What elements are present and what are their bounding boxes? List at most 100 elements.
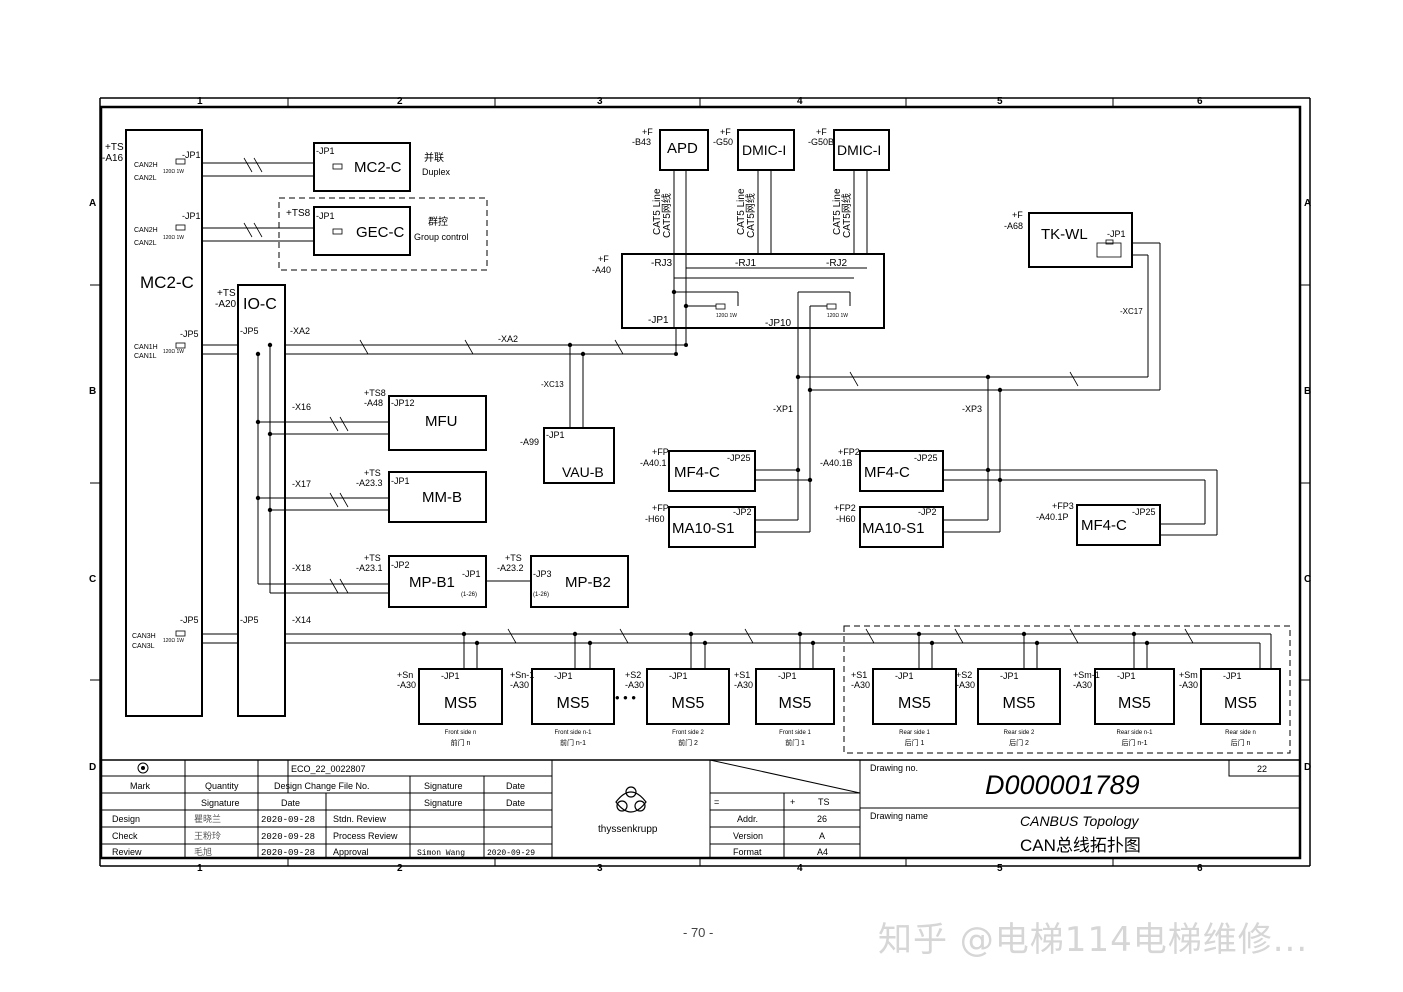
tb-signature-h1: Signature	[424, 781, 463, 791]
dashed-groups	[278, 197, 1291, 754]
ma10-2-box	[859, 506, 944, 548]
ms5-box-6	[977, 668, 1061, 725]
tb-mark: Mark	[130, 781, 150, 791]
mc2c-res-1: 120Ω 1W	[163, 169, 184, 175]
row-letter-left-c: C	[89, 574, 96, 585]
tb-addr-label: Addr.	[737, 814, 758, 824]
ms5-box-4	[755, 668, 835, 725]
col-num-bot-4: 4	[797, 863, 803, 874]
mpb1-range: (1-26)	[461, 592, 477, 598]
mpb1-jp2: -JP1	[462, 569, 481, 579]
gecc-cn: 群控	[428, 215, 448, 228]
ms5-caption-cn: 前门 n	[451, 738, 471, 747]
tb-approval-date: 2020-09-29	[487, 849, 535, 858]
page-number: - 70 -	[683, 925, 714, 940]
ms5-jp: -JP1	[1117, 671, 1136, 681]
ms5-caption-en: Rear side n	[1225, 730, 1256, 736]
row-letter-left-a: A	[89, 198, 96, 209]
mf4c1-ref1: +FP	[652, 447, 669, 457]
tb-version: A	[819, 831, 825, 841]
hub-box	[621, 253, 885, 329]
dmic2-box	[833, 129, 890, 171]
mf4c2-box	[859, 450, 944, 492]
ms5-name: MS5	[898, 695, 931, 712]
mc2c-can1l: CAN1L	[134, 353, 157, 360]
ms5-caption-cn: 前门 1	[785, 738, 805, 747]
gecc-en: Group control	[414, 232, 469, 242]
ms5-jp: -JP1	[669, 671, 688, 681]
mpb1-name: MP-B1	[409, 574, 455, 591]
ma10-1-ref2: -H60	[645, 514, 665, 524]
ioc-x14: -X14	[292, 615, 311, 625]
mf4c3-jp: -JP25	[1132, 507, 1156, 517]
mf4c3-ref1: +FP3	[1052, 501, 1074, 511]
mc2c-duplex-box	[313, 142, 411, 192]
mfu-ref1: +TS8	[364, 388, 386, 398]
mc2c-can2l-b: CAN2L	[134, 240, 157, 247]
mpb1-ref1: +TS	[364, 553, 381, 563]
row-letter-right-a: A	[1304, 198, 1311, 209]
frame-labels: 1 2 3 4 5 6 1 2 3 4 5 6 A B C D A B C D	[89, 96, 1311, 874]
col-num-top-1: 1	[197, 96, 203, 107]
watermark: 知乎 @电梯114电梯维修...	[878, 920, 1309, 960]
mc2c-can3l: CAN3L	[132, 643, 155, 650]
row-letter-right-c: C	[1304, 574, 1311, 585]
twisted-pair-marks	[243, 157, 1194, 644]
mc2c-can3h: CAN3H	[132, 633, 156, 640]
ms5-ref2: -A30	[956, 680, 975, 690]
ms5-ref1: +S1	[734, 670, 750, 680]
ma10-1-jp: -JP2	[733, 507, 752, 517]
ms5-ref2: -A30	[851, 680, 870, 690]
tb-sig-check: 王粉玲	[194, 830, 221, 841]
tb-signature-h2: Signature	[201, 798, 240, 808]
mpb2-ref1: +TS	[505, 553, 522, 563]
ms5-caption-cn: 后门 n-1	[1121, 738, 1147, 747]
ma10-2-jp: -JP2	[918, 507, 937, 517]
col-num-bot-1: 1	[197, 863, 203, 874]
vaub-xc13: -XC13	[541, 380, 564, 389]
tb-date-h2: Date	[281, 798, 300, 808]
ioc-name: IO-C	[243, 296, 277, 313]
mf4c2-jp: -JP25	[914, 453, 938, 463]
tb-eq: =	[714, 797, 719, 807]
mpb2-range: (1-26)	[533, 592, 549, 598]
apd-ref2: -B43	[632, 137, 651, 147]
mark-symbol-icon	[137, 762, 149, 774]
mf4c3-ref2: -A40.1P	[1036, 512, 1069, 522]
gecc-box	[313, 206, 411, 256]
mc2c-jp5-a: -JP5	[180, 329, 199, 339]
row-letter-right-b: B	[1304, 386, 1311, 397]
ms5-ref2: -A30	[734, 680, 753, 690]
mc2c-jp1-a: -JP1	[182, 150, 201, 160]
tb-approval-sig: Simon Wang	[417, 849, 465, 858]
title-block-text: ECO_22_0022807 Mark Quantity Design Chan…	[112, 762, 1267, 858]
resistors	[175, 158, 1122, 637]
vaub-ref: -A99	[520, 437, 539, 447]
ioc-xa2: -XA2	[290, 326, 310, 336]
mmb-ref1: +TS	[364, 468, 381, 478]
tb-format: A4	[817, 847, 828, 857]
gecc-ref: +TS8	[286, 208, 311, 219]
mc2c-res-4: 120Ω 1W	[163, 638, 184, 644]
ms5-box-8	[1200, 668, 1281, 725]
mpb2-name: MP-B2	[565, 574, 611, 591]
tb-review-approval: Approval	[333, 847, 369, 857]
cat5-label-dmic1: CAT5 Line	[736, 188, 747, 235]
mc2c-main-ref2: -A16	[102, 153, 124, 164]
ms5-caption-en: Front side 1	[779, 730, 811, 736]
apd-name: APD	[667, 140, 698, 157]
cat5-label-dmic2-cn: CAT5网线	[840, 193, 853, 238]
mf4c2-ref2: -A40.1B	[820, 458, 853, 468]
tb-company: thyssenkrupp	[598, 824, 658, 835]
tb-date-h1: Date	[506, 781, 525, 791]
rear-door-dashed	[843, 625, 1291, 754]
cat5-label-apd: CAT5 Line	[652, 188, 663, 235]
ms5-ref2: -A30	[625, 680, 644, 690]
tb-format-label: Format	[733, 847, 762, 857]
duplex-name: MC2-C	[354, 159, 402, 176]
can-wiring	[202, 162, 1272, 669]
ms5-ref2: -A30	[397, 680, 416, 690]
mpb2-jp: -JP3	[533, 569, 552, 579]
tb-eco: ECO_22_0022807	[291, 764, 366, 774]
tb-plus: +	[790, 797, 795, 807]
